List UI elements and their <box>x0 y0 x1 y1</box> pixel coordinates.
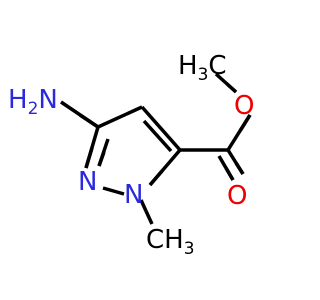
ester-oxygen-label: O <box>234 91 254 121</box>
bond-carbonyl-ester-o-red <box>238 114 252 132</box>
bond-n2-n1 <box>102 186 125 196</box>
amino-group-label: H2N <box>8 85 58 119</box>
bond-carbonyl-o-1-red <box>234 162 245 175</box>
carbonyl-oxygen-label: O <box>227 181 247 211</box>
ring-nitrogen-methyl-label: N <box>124 180 143 210</box>
bond-c4-c5-inner <box>142 119 173 153</box>
ring-nitrogen-label: N <box>78 167 97 197</box>
bonds <box>60 72 252 225</box>
n-methyl-label: CH3 <box>146 225 195 259</box>
bond-c3-n2-inner-n <box>97 151 106 167</box>
bond-c4-c5 <box>140 105 182 152</box>
bond-c3-n2-n <box>84 147 94 169</box>
bond-ester-o-methyl-red <box>225 82 238 94</box>
bond-n1-methyl-n <box>139 199 148 212</box>
bond-amino-n-c3-b <box>79 113 99 129</box>
ester-methyl-label: H3C <box>178 51 227 85</box>
bond-n1-c5-n <box>148 169 164 187</box>
bond-c3-c4 <box>97 105 143 129</box>
molecule-structure: H2N N N CH3 H3C O O <box>8 51 254 259</box>
bond-n1-methyl <box>144 210 154 225</box>
bond-carbonyl-o-2-red <box>224 167 235 181</box>
atom-labels: H2N N N CH3 H3C O O <box>8 51 254 259</box>
